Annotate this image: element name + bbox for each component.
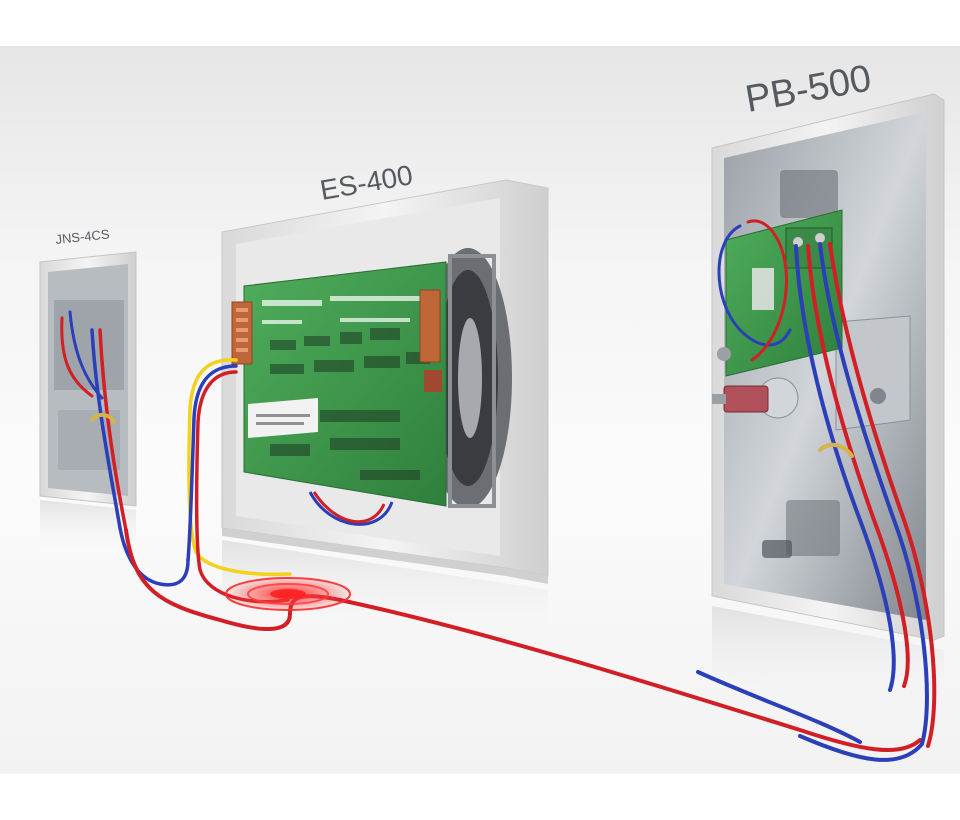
connection-highlight (222, 576, 354, 612)
wire-red-pb500-jumper (746, 219, 789, 362)
wire-red-left-down (98, 328, 128, 532)
wire-blue-left-down (90, 328, 122, 530)
wire-blue-left-to-center (118, 526, 190, 587)
top-letterbox (0, 0, 960, 46)
wire-red-pb500-terminal (806, 244, 910, 688)
wire-blue-pb500-terminal (794, 244, 896, 692)
device-pb-500 (711, 93, 945, 720)
wire-blue-pb500-loop (798, 242, 929, 762)
wire-blue-pb500-jumper (717, 224, 792, 347)
bottom-letterbox (0, 774, 960, 820)
wire-blue-pb500-tail (696, 670, 862, 744)
device-es-400 (221, 179, 549, 650)
label-jns-4cs: JNS-4CS (55, 226, 111, 247)
cable-tie-left (90, 413, 116, 424)
cable-tie-right (818, 442, 854, 458)
wire-red-pb500-loop (828, 242, 937, 748)
wire-red-left-internal (60, 316, 94, 398)
device-jns-4cs (39, 251, 137, 560)
label-pb-500: PB-500 (742, 57, 874, 120)
wire-blue-es400 (186, 364, 238, 562)
wiring (60, 219, 937, 762)
